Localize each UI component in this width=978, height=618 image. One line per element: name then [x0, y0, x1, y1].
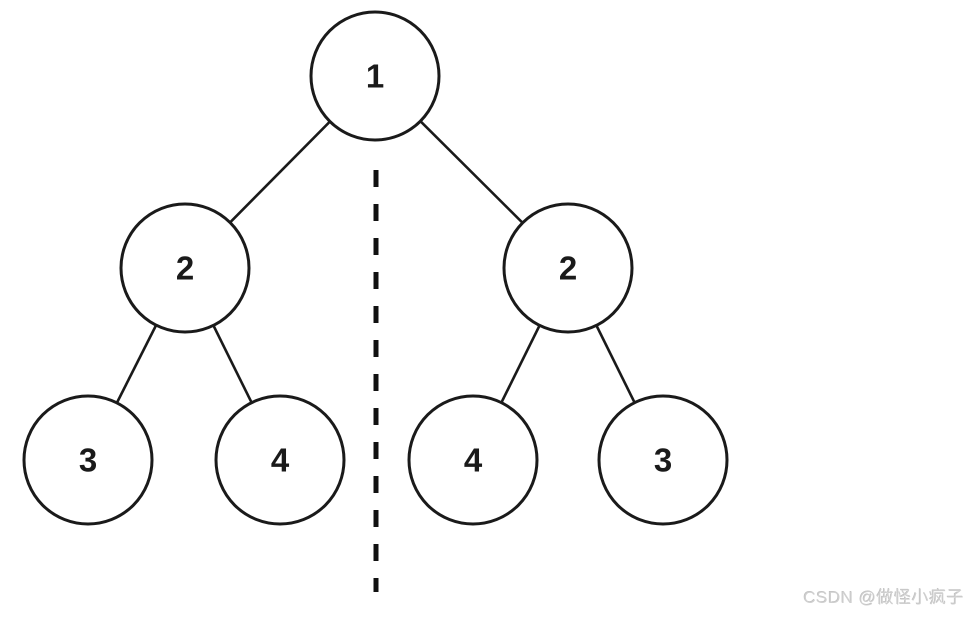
tree-node-right-left: 4 — [407, 394, 539, 526]
node-circle — [597, 394, 729, 526]
node-circle — [502, 202, 634, 334]
node-circle — [309, 10, 441, 142]
node-label: 2 — [176, 250, 194, 287]
node-circle — [407, 394, 539, 526]
tree-node-right-right: 3 — [597, 394, 729, 526]
node-circle — [22, 394, 154, 526]
node-circle — [214, 394, 346, 526]
node-label: 4 — [464, 442, 483, 479]
tree-node-left-right: 4 — [214, 394, 346, 526]
node-label: 3 — [79, 442, 97, 479]
tree-node-right: 2 — [502, 202, 634, 334]
tree-node-left: 2 — [119, 202, 251, 334]
node-label: 3 — [654, 442, 672, 479]
node-label: 2 — [559, 250, 577, 287]
node-circle — [119, 202, 251, 334]
watermark: CSDN @做怪小疯子 — [803, 588, 964, 607]
node-label: 4 — [271, 442, 290, 479]
node-label: 1 — [366, 58, 384, 95]
tree-node-left-left: 3 — [22, 394, 154, 526]
tree-node-root: 1 — [309, 10, 441, 142]
